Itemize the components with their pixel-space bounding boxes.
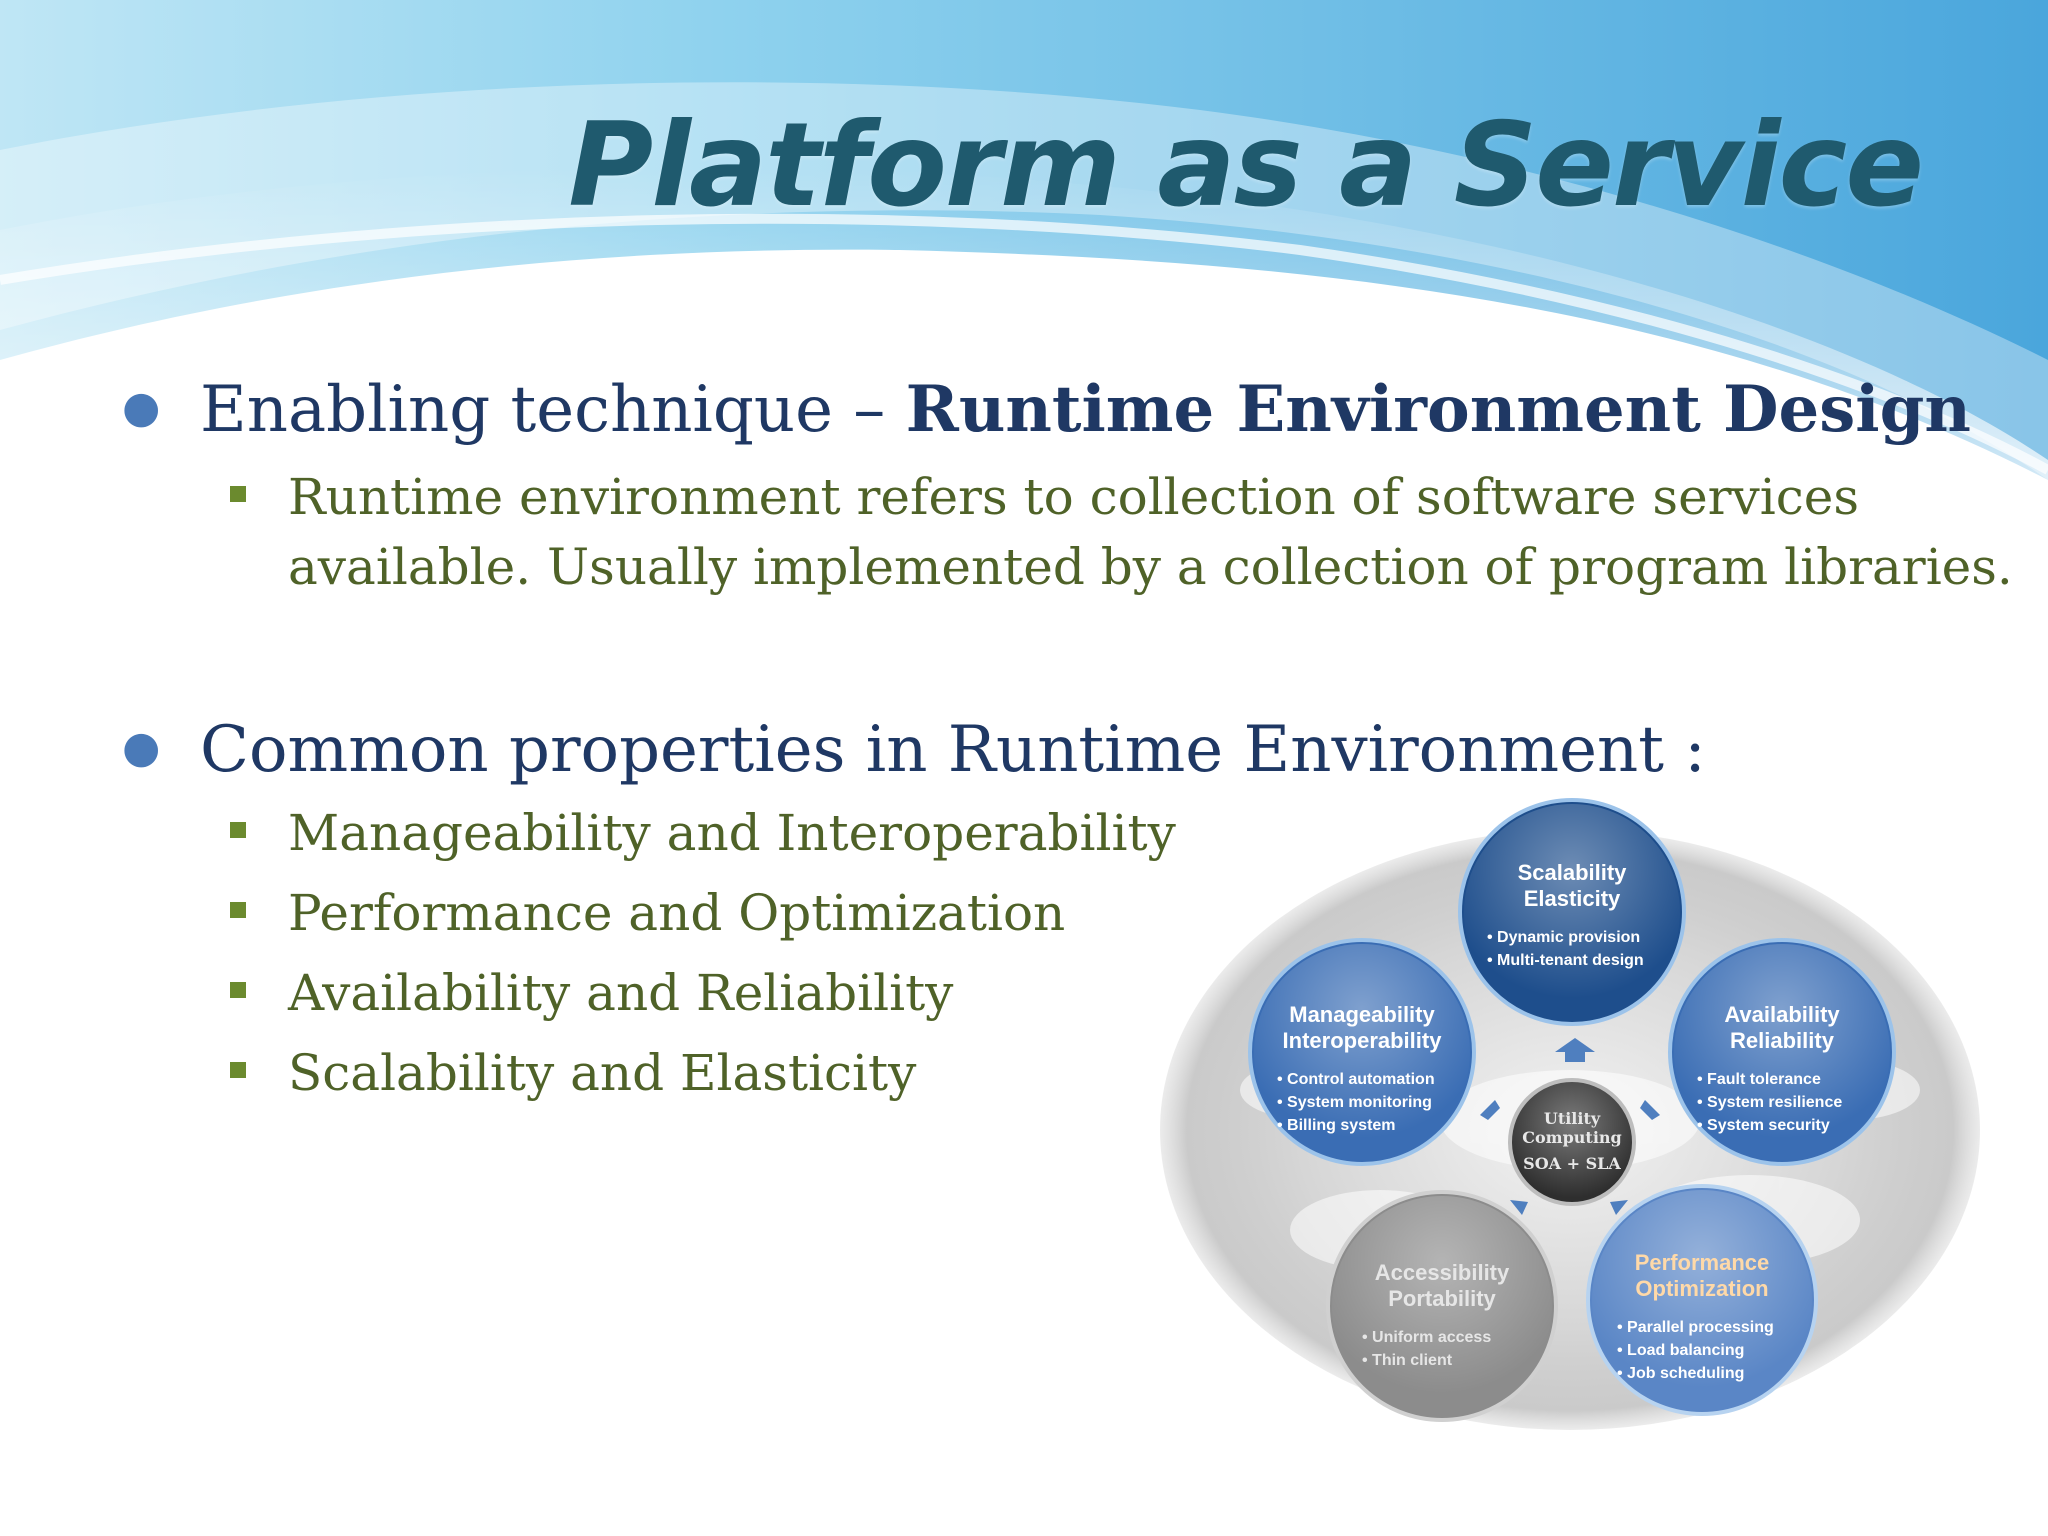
square-bullet-icon [230, 822, 246, 838]
circle-item: • Dynamic provision [1487, 929, 1640, 946]
circle-accessibility: Accessibility Portability • Uniform acce… [1326, 1190, 1558, 1422]
header-swoosh-background [0, 0, 2048, 520]
circle-title: Reliability [1730, 1028, 1835, 1053]
square-bullet-icon [230, 982, 246, 998]
circle-item: • Load balancing [1617, 1342, 1744, 1359]
center-label: Computing [1522, 1128, 1621, 1147]
circle-scalability: Scalability Elasticity • Dynamic provisi… [1458, 798, 1686, 1026]
bullet-bold-text: Runtime Environment Design [905, 372, 1971, 447]
sub-bullet-line: Runtime environment refers to collection… [288, 468, 1860, 526]
utility-computing-diagram: Scalability Elasticity • Dynamic provisi… [1160, 798, 1980, 1430]
circle-title: Portability [1388, 1286, 1496, 1311]
circle-item: • Fault tolerance [1697, 1071, 1821, 1088]
circle-item: • Control automation [1277, 1071, 1435, 1088]
circle-item: • System resilience [1697, 1094, 1842, 1111]
sub-bullet-line: available. Usually implemented by a coll… [288, 538, 2013, 596]
circle-item: • Job scheduling [1617, 1365, 1744, 1382]
circle-availability: Availability Reliability • Fault toleran… [1668, 938, 1896, 1166]
circle-item: • Thin client [1362, 1352, 1453, 1369]
circle-item: • Uniform access [1362, 1329, 1491, 1346]
square-bullet-icon [230, 1062, 246, 1078]
bullet-dot-icon: ● [122, 382, 161, 433]
center-label: Utility [1544, 1109, 1601, 1128]
center-utility-computing: Utility Computing SOA + SLA [1508, 1078, 1636, 1206]
square-bullet-icon [230, 902, 246, 918]
circle-performance: Performance Optimization • Parallel proc… [1586, 1184, 1818, 1416]
circle-item: • Multi-tenant design [1487, 952, 1644, 969]
slide-title: Platform as a Service [568, 98, 1924, 233]
circle-manageability: Manageability Interoperability • Control… [1248, 938, 1476, 1166]
bullet-dot-icon: ● [122, 722, 161, 773]
circle-title: Elasticity [1524, 886, 1621, 911]
circle-item: • Parallel processing [1617, 1319, 1774, 1336]
bullet-text: Common properties in Runtime Environment… [200, 713, 1706, 787]
circle-title: Optimization [1635, 1276, 1768, 1301]
circle-title: Scalability [1518, 860, 1628, 885]
arrow-icons [1480, 1038, 1660, 1215]
center-label: SOA + SLA [1523, 1154, 1621, 1173]
circle-item: • Billing system [1277, 1117, 1396, 1134]
circle-item: • System security [1697, 1117, 1830, 1134]
bullet-text: Enabling technique – [200, 373, 906, 447]
circle-title: Accessibility [1375, 1260, 1510, 1285]
circle-title: Interoperability [1283, 1028, 1443, 1053]
circle-item: • System monitoring [1277, 1094, 1432, 1111]
circle-title: Manageability [1289, 1002, 1435, 1027]
square-bullet-icon [230, 486, 246, 502]
circle-title: Availability [1724, 1002, 1840, 1027]
circle-title: Performance [1635, 1250, 1770, 1275]
